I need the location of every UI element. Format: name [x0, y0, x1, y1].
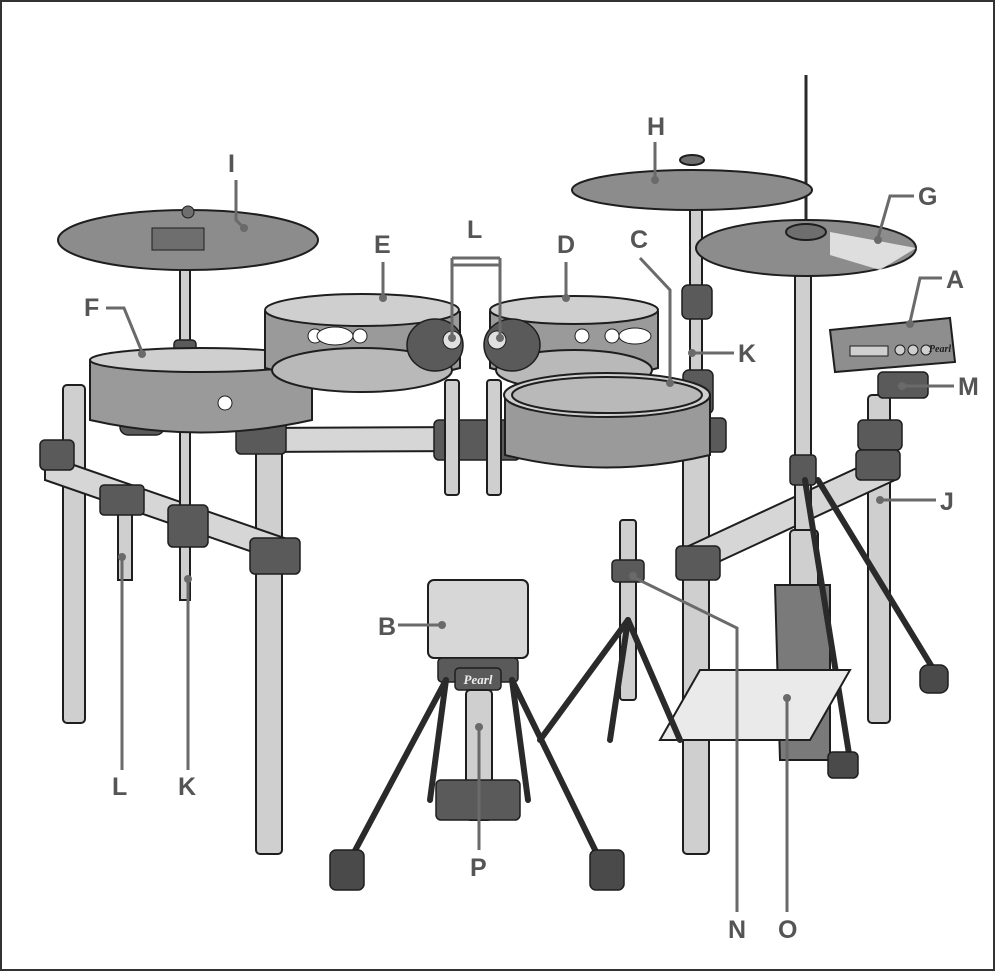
- rack-clamp: [39, 439, 75, 471]
- callouts: I H G E L: [84, 113, 979, 944]
- rack-post-left: [255, 387, 283, 855]
- cymbal-i: [57, 205, 319, 271]
- callout-l-bottom: L: [112, 553, 127, 801]
- label-a: A: [946, 266, 964, 294]
- callout-m: M: [898, 373, 979, 401]
- rack-post-far-left: [62, 384, 86, 724]
- callout-o: O: [778, 694, 797, 944]
- label-h: H: [647, 113, 665, 141]
- label-n: N: [728, 916, 746, 944]
- label-o: O: [778, 916, 797, 944]
- label-i: I: [228, 150, 235, 178]
- label-k-bottom: K: [178, 773, 196, 801]
- callout-i: I: [228, 150, 248, 232]
- brand-badge-text: Pearl: [464, 672, 493, 687]
- label-l-top: L: [467, 216, 482, 244]
- hihat-stand: [658, 477, 949, 779]
- rack-frame: [39, 379, 903, 855]
- label-g: G: [918, 183, 937, 211]
- label-p: P: [470, 854, 487, 882]
- rack-clamp: [675, 545, 721, 581]
- callout-j: J: [876, 488, 954, 516]
- callout-g: G: [874, 183, 937, 244]
- cymbal-h: [571, 154, 813, 211]
- label-c: C: [630, 226, 648, 254]
- callout-l-top: L: [448, 216, 504, 342]
- callout-p: P: [470, 723, 487, 882]
- rack-clamp: [857, 419, 903, 451]
- drum-throne: Pearl: [329, 579, 625, 891]
- callout-f: F: [84, 294, 146, 358]
- callout-d: D: [557, 231, 575, 302]
- label-d: D: [557, 231, 575, 259]
- snare-stand: [537, 519, 683, 743]
- rack-post-right: [682, 399, 710, 855]
- pad-c: [503, 372, 711, 469]
- label-m: M: [958, 373, 979, 401]
- label-e: E: [374, 231, 391, 259]
- pad-e: [264, 293, 461, 393]
- throne-seat: [427, 579, 529, 659]
- label-f: F: [84, 294, 99, 322]
- rack-clamp: [249, 537, 301, 575]
- label-l-bottom: L: [112, 773, 127, 801]
- callout-b: B: [378, 613, 446, 641]
- cymbal-g: [695, 219, 917, 277]
- callout-k-right: K: [688, 340, 756, 368]
- label-j: J: [940, 488, 954, 516]
- callout-c: C: [630, 226, 674, 387]
- tom-arm: [486, 379, 502, 496]
- callout-h: H: [647, 113, 665, 184]
- module-brand-text: Pearl: [929, 344, 951, 355]
- label-k-right: K: [738, 340, 756, 368]
- callout-k-bottom: K: [178, 575, 196, 801]
- tom-arm: [444, 379, 460, 496]
- callout-n: N: [629, 572, 746, 944]
- callout-e: E: [374, 231, 391, 302]
- rack-clamp: [855, 449, 901, 481]
- label-b: B: [378, 613, 396, 641]
- callout-a: A: [906, 266, 964, 328]
- kick-pedal-plate: [658, 669, 852, 741]
